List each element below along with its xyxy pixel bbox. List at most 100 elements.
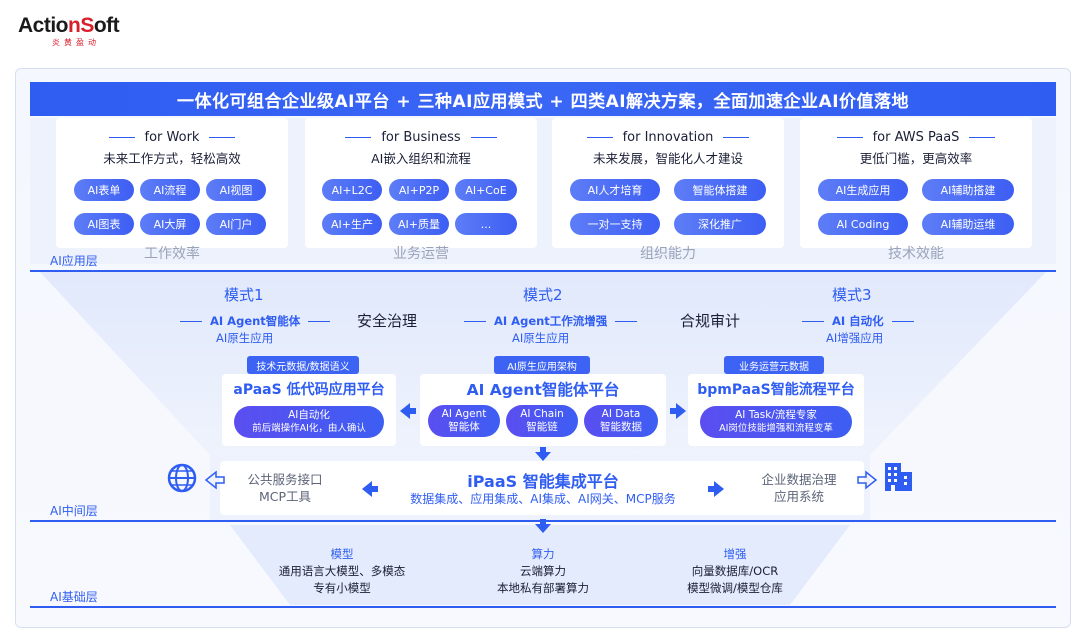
mode-2-sub: AI Agent工作流增强 xyxy=(456,313,645,329)
tag-biz-metadata: 业务运营元数据 xyxy=(724,356,824,374)
pill-ai-coe[interactable]: AI+CoE xyxy=(455,179,517,201)
pill-line-1: AI Task/流程专家 xyxy=(735,409,817,421)
base-head: 增强 xyxy=(723,547,747,561)
card-subtitle: AI嵌入组织和流程 xyxy=(371,151,471,166)
tag-tech-metadata: 技术元数据/数据语义 xyxy=(247,356,359,374)
platform-ipaas-subtitle: 数据集成、应用集成、AI集成、AI网关、MCP服务 xyxy=(410,492,676,506)
side-left-line-2: MCP工具 xyxy=(258,489,312,504)
mode-1-sub2: AI原生应用 xyxy=(216,331,274,345)
logo-subtitle: 炎黄盈动 xyxy=(52,38,100,47)
pill-ai-production[interactable]: AI+生产 xyxy=(322,213,382,235)
arrow-down-icon xyxy=(535,519,551,533)
pill-line-2: 前后端操作AI化，由人确认 xyxy=(252,423,366,434)
base-line-1: 向量数据库/OCR xyxy=(691,564,779,578)
base-col-enhance: 增强 向量数据库/OCR 模型微调/模型仓库 xyxy=(660,546,810,597)
banner-title: 一体化可组合企业级AI平台 + 三种AI应用模式 + 四类AI解决方案，全面加速… xyxy=(30,82,1056,116)
pill-ai-view[interactable]: AI视图 xyxy=(206,179,266,201)
arrow-left-icon xyxy=(400,403,416,419)
platform-bpmpaas[interactable]: bpmPaaS智能流程平台 AI Task/流程专家 AI岗位技能增强和流程变革 xyxy=(688,374,864,446)
platform-ipaas-row xyxy=(220,461,864,515)
layer-label-app: AI应用层 xyxy=(50,254,98,268)
pill-ai-flow[interactable]: AI流程 xyxy=(140,179,200,201)
layer-line-base xyxy=(30,606,1056,608)
pill-ai-form[interactable]: AI表单 xyxy=(74,179,134,201)
mode-1-title: 模式1 xyxy=(224,286,264,304)
platform-ipaas-title: iPaaS 智能集成平台 xyxy=(467,472,619,491)
card-footer-business: 业务运营 xyxy=(393,246,449,262)
platform-ai-agent-title: AI Agent智能体平台 xyxy=(466,381,620,399)
pill-line-1: AI自动化 xyxy=(288,409,330,421)
card-title: for Innovation xyxy=(552,130,784,145)
pill-line-2: 智能体 xyxy=(448,421,480,433)
pill-ai-l2c[interactable]: AI+L2C xyxy=(322,179,382,201)
platform-apaas-title: aPaaS 低代码应用平台 xyxy=(233,382,385,398)
pill-one-on-one[interactable]: 一对一支持 xyxy=(570,213,660,235)
pill-agent-build[interactable]: 智能体搭建 xyxy=(674,179,766,201)
base-line-1: 通用语言大模型、多模态 xyxy=(278,564,406,578)
mode-3-title: 模式3 xyxy=(832,286,872,304)
layer-line-app xyxy=(30,270,1056,272)
building-icon xyxy=(885,463,912,491)
pill-ai-talent[interactable]: AI人才培育 xyxy=(570,179,660,201)
pill-more[interactable]: ... xyxy=(455,213,517,235)
side-left-line-1: 公共服务接口 xyxy=(247,472,323,487)
card-subtitle: 更低门槛，更高效率 xyxy=(859,151,973,166)
hollow-arrow-right-icon xyxy=(857,470,878,490)
mode-1-sub: AI Agent智能体 xyxy=(172,313,338,329)
mode-3-sub: AI 自动化 xyxy=(794,313,922,329)
base-col-model: 模型 通用语言大模型、多模态 专有小模型 xyxy=(262,546,422,597)
pill-ai-task[interactable]: AI Task/流程专家 AI岗位技能增强和流程变革 xyxy=(700,406,852,438)
mode-2-sub2: AI原生应用 xyxy=(512,331,570,345)
pill-line-1: AI Data xyxy=(601,408,641,420)
logo-part-d: oft xyxy=(93,14,120,37)
card-title: for Work xyxy=(56,130,288,145)
mode-2-title: 模式2 xyxy=(523,286,563,304)
side-right-line-1: 企业数据治理 xyxy=(761,472,837,487)
pill-line-1: AI Agent xyxy=(441,408,487,420)
pill-ai-assist-build[interactable]: AI辅助搭建 xyxy=(922,179,1014,201)
pill-ai-data[interactable]: AI Data 智能数据 xyxy=(584,405,658,437)
logo-part-b: n xyxy=(68,14,81,37)
base-line-2: 本地私有部署算力 xyxy=(497,581,589,595)
platform-apaas[interactable]: aPaaS 低代码应用平台 AI自动化 前后端操作AI化，由人确认 xyxy=(222,374,396,446)
card-for-business: for Business AI嵌入组织和流程 AI+L2C AI+P2P AI+… xyxy=(305,118,537,248)
card-for-aws-paas: for AWS PaaS 更低门槛，更高效率 AI生成应用 AI辅助搭建 AI … xyxy=(800,118,1032,248)
layer-label-base: AI基础层 xyxy=(50,590,98,604)
logo-wordmark: ActionSoft xyxy=(18,14,120,38)
arrow-right-icon xyxy=(670,403,686,419)
card-title: for Business xyxy=(305,130,537,145)
card-footer-innovation: 组织能力 xyxy=(640,246,696,262)
pill-line-2: 智能数据 xyxy=(600,421,642,433)
base-line-2: 专有小模型 xyxy=(313,581,371,595)
pill-ai-quality[interactable]: AI+质量 xyxy=(389,213,449,235)
pill-ai-agent[interactable]: AI Agent 智能体 xyxy=(428,405,500,437)
pill-ai-p2p[interactable]: AI+P2P xyxy=(389,179,449,201)
platform-ai-agent[interactable]: AI Agent智能体平台 AI Agent 智能体 AI Chain 智能链 … xyxy=(420,374,666,446)
side-left-text: 公共服务接口 MCP工具 xyxy=(230,471,340,505)
pill-ai-chain[interactable]: AI Chain 智能链 xyxy=(506,405,578,437)
side-right-line-2: 应用系统 xyxy=(773,489,824,504)
logo-part-c: S xyxy=(80,14,94,37)
pill-ai-screen[interactable]: AI大屏 xyxy=(140,213,200,235)
card-for-innovation: for Innovation 未来发展，智能化人才建设 AI人才培育 智能体搭建… xyxy=(552,118,784,248)
side-right-text: 企业数据治理 应用系统 xyxy=(744,471,854,505)
pill-ai-gen-app[interactable]: AI生成应用 xyxy=(818,179,908,201)
pill-ai-automation[interactable]: AI自动化 前后端操作AI化，由人确认 xyxy=(234,406,384,438)
platform-bpmpaas-title: bpmPaaS智能流程平台 xyxy=(697,382,855,398)
pill-ai-portal[interactable]: AI门户 xyxy=(206,213,266,235)
pill-deep-promotion[interactable]: 深化推广 xyxy=(674,213,766,235)
base-head: 算力 xyxy=(531,547,555,561)
pill-ai-coding[interactable]: AI Coding xyxy=(818,213,908,235)
pill-line-1: AI Chain xyxy=(520,408,564,420)
mode-3-sub2: AI增强应用 xyxy=(826,331,884,345)
base-line-2: 模型微调/模型仓库 xyxy=(687,581,783,595)
base-col-compute: 算力 云端算力 本地私有部署算力 xyxy=(468,546,618,597)
pill-ai-assist-ops[interactable]: AI辅助运维 xyxy=(922,213,1014,235)
tag-ai-native-arch: AI原生应用架构 xyxy=(494,356,590,374)
pill-ai-chart[interactable]: AI图表 xyxy=(74,213,134,235)
hollow-arrow-left-icon xyxy=(204,470,225,490)
pill-line-2: 智能链 xyxy=(526,421,558,433)
logo-part-a: Actio xyxy=(18,14,69,37)
card-subtitle: 未来发展，智能化人才建设 xyxy=(592,151,743,166)
pill-line-2: AI岗位技能增强和流程变革 xyxy=(719,423,833,434)
